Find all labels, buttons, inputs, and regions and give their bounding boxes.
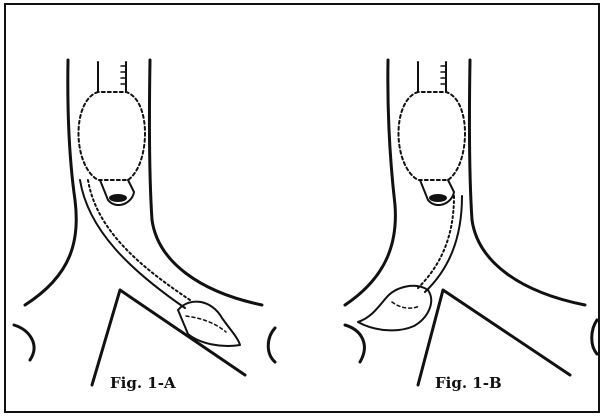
- left-bronchus-curve-b: [345, 325, 364, 362]
- trachea-right-wall-b: [469, 60, 585, 305]
- carina: [92, 290, 245, 385]
- tube-cuff-b: [399, 92, 466, 180]
- caption-fig-1b: Fig. 1-B: [435, 374, 502, 392]
- right-bracket: [268, 328, 275, 362]
- caption-fig-1a: Fig. 1-A: [110, 374, 176, 392]
- blocker-balloon: [178, 302, 240, 346]
- left-bronchus-curve: [14, 325, 34, 360]
- trachea-left-wall-b: [345, 60, 395, 305]
- panel-b: Fig. 1-B: [345, 60, 597, 392]
- endotracheal-tube-b: [399, 62, 466, 205]
- tube-cuff: [79, 92, 146, 180]
- trachea-right-wall: [149, 60, 262, 305]
- blocker-balloon-b: [358, 286, 431, 331]
- panel-a: Fig. 1-A: [14, 60, 275, 392]
- right-bracket-b: [592, 320, 597, 354]
- figure-border: [5, 4, 599, 412]
- tube-tip-opening-b: [429, 194, 447, 202]
- trachea-left-wall: [25, 60, 76, 305]
- carina-b: [418, 290, 570, 385]
- bronchial-blocker: [80, 180, 240, 346]
- endotracheal-tube: [79, 62, 146, 205]
- tube-tip-opening: [109, 194, 127, 202]
- bronchial-blocker-b: [358, 196, 462, 330]
